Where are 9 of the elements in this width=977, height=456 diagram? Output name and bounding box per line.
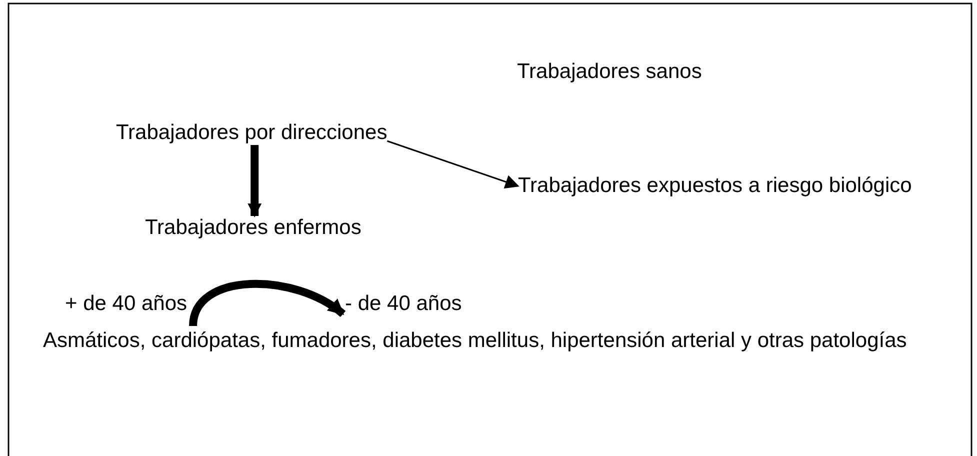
node-text: Trabajadores enfermos bbox=[145, 216, 362, 240]
node-text: - de 40 años bbox=[345, 292, 462, 316]
node-text: Asmáticos, cardiópatas, fumadores, diabetes mellitus, hipertensión arterial y otras patologías bbox=[43, 329, 907, 353]
node-text: Trabajadores expuestos a riesgo biológico bbox=[518, 174, 912, 198]
node-text: + de 40 años bbox=[65, 292, 188, 316]
arrow bbox=[386, 140, 520, 189]
node-text: Trabajadores sanos bbox=[517, 60, 702, 84]
arrow bbox=[248, 145, 262, 218]
node-text: Trabajadores por direcciones bbox=[116, 121, 388, 145]
